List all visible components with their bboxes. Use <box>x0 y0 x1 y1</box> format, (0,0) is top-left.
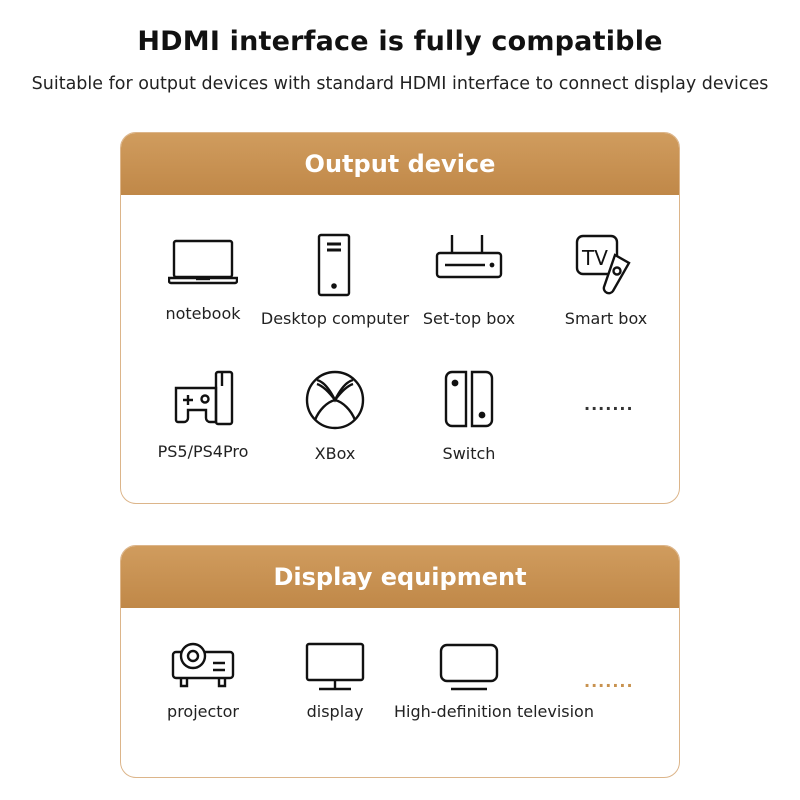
laptop-icon <box>168 239 238 285</box>
label: Smart box <box>564 309 648 328</box>
label: XBox <box>314 444 356 463</box>
label: display <box>306 702 364 721</box>
output-device-heading: Output device <box>121 133 679 195</box>
display-equipment-card: Display equipment projector display High… <box>120 545 680 778</box>
svg-text:TV: TV <box>581 246 608 270</box>
xbox-icon <box>305 370 365 430</box>
tv-icon <box>439 643 499 691</box>
projector-icon <box>171 642 235 688</box>
device-smart-box: TV Smart box <box>531 233 679 328</box>
more-devices-ellipsis: ....... <box>584 395 634 414</box>
monitor-icon <box>305 642 365 691</box>
label: Set-top box <box>422 309 516 328</box>
label: High-definition television <box>394 702 594 721</box>
device-set-top-box: Set-top box <box>394 233 544 328</box>
label: Switch <box>442 444 496 463</box>
label: projector <box>167 702 239 721</box>
page-title: HDMI interface is fully compatible <box>137 26 663 57</box>
smart-tv-box-icon: TV <box>575 234 631 295</box>
device-desktop: Desktop computer <box>260 233 410 328</box>
switch-console-icon <box>444 370 494 428</box>
label: Desktop computer <box>260 309 410 328</box>
label: notebook <box>165 304 241 323</box>
gamepad-console-icon <box>174 370 234 426</box>
device-display: display <box>260 642 410 721</box>
more-displays-ellipsis: ....... <box>584 672 634 691</box>
device-hdtv: High-definition television <box>394 642 594 721</box>
page-subtitle: Suitable for output devices with standar… <box>31 74 769 94</box>
device-ps5: PS5/PS4Pro <box>128 370 278 461</box>
label: PS5/PS4Pro <box>157 442 249 461</box>
set-top-box-icon <box>435 235 503 279</box>
device-notebook: notebook <box>128 236 278 323</box>
device-projector: projector <box>128 642 278 721</box>
desktop-tower-icon <box>317 233 351 297</box>
device-switch: Switch <box>394 370 544 463</box>
device-xbox: XBox <box>260 370 410 463</box>
display-equipment-heading: Display equipment <box>121 546 679 608</box>
output-device-card: Output device notebook Desktop computer … <box>120 132 680 504</box>
